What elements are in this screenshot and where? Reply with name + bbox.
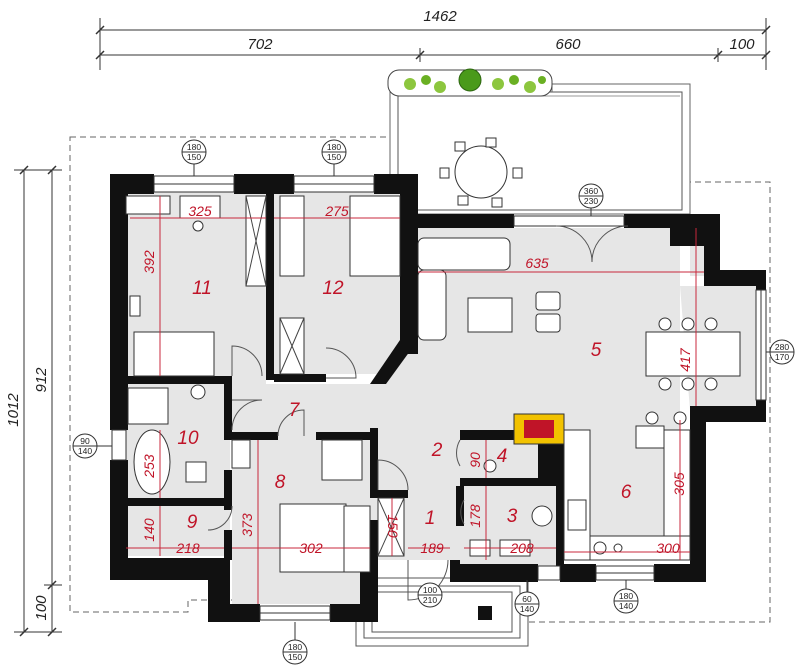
interior-dimension-lines [126,196,704,604]
opening-markers: 180 150 180 150 360 230 280 170 [72,139,795,665]
svg-text:140: 140 [520,604,534,614]
opening-marker: 90 140 [72,433,112,459]
svg-text:170: 170 [775,352,789,362]
roof-outline [69,136,771,623]
svg-text:90: 90 [80,436,90,446]
dim-300: 300 [656,540,680,556]
opening-marker: 60 140 [514,580,540,617]
dim-373: 373 [239,513,255,537]
dim-top-right: 100 [729,36,755,53]
room-5-number: 5 [591,340,602,361]
entrance-steps [355,577,529,647]
dim-218: 218 [175,540,200,556]
opening-marker: 180 140 [613,580,639,614]
dim-189: 189 [420,540,444,556]
dim-392: 392 [141,250,157,274]
room-4-number: 4 [497,446,508,467]
room-1-number: 1 [425,508,436,529]
svg-text:230: 230 [584,196,598,206]
dim-253: 253 [141,454,157,479]
opening-marker: 180 150 [282,622,308,665]
room-7-number: 7 [289,400,301,421]
doors [207,225,629,601]
room-10-number: 10 [177,428,199,449]
dim-140: 140 [141,518,157,542]
dim-635: 635 [525,255,549,271]
svg-text:150: 150 [327,152,341,162]
dim-left-bottom: 100 [33,595,50,621]
room-9-number: 9 [187,512,198,533]
room-2-number: 2 [431,440,443,461]
dim-208: 208 [509,540,534,556]
furniture [125,195,741,573]
dim-302: 302 [299,540,323,556]
opening-marker: 180 150 [181,139,207,176]
dim-left-outer: 1012 [5,393,22,427]
svg-text:140: 140 [619,601,633,611]
dim-325: 325 [188,203,212,219]
dim-305: 305 [671,472,687,496]
dim-top-left: 702 [247,36,273,53]
dim-275: 275 [324,203,349,219]
dim-top-mid: 660 [555,36,581,53]
svg-text:360: 360 [584,186,598,196]
opening-marker: 360 230 [578,183,604,216]
svg-text:60: 60 [522,594,532,604]
room-numbers: 1 2 3 4 5 6 7 8 9 10 11 12 [177,278,631,533]
terrace [389,83,691,215]
svg-text:180: 180 [327,142,341,152]
svg-text:180: 180 [619,591,633,601]
dim-178: 178 [467,504,483,528]
room-6-number: 6 [621,482,632,503]
svg-text:150: 150 [187,152,201,162]
interior-dimension-labels: 325 275 392 635 417 305 253 140 218 373 … [141,203,693,556]
opening-marker: 180 150 [321,139,347,176]
terrace-table [439,137,523,208]
room-8-number: 8 [275,472,286,493]
svg-text:280: 280 [775,342,789,352]
dim-150: 150 [385,514,401,538]
svg-text:210: 210 [423,595,437,605]
dim-top-total: 1462 [423,8,457,25]
room-3-number: 3 [507,506,518,527]
windows [111,175,767,621]
dim-90: 90 [467,452,483,468]
svg-text:100: 100 [423,585,437,595]
opening-marker: 100 210 [417,582,443,608]
dimension-lines: 1462 702 660 100 1012 912 100 [5,8,771,637]
dim-417: 417 [677,347,693,372]
svg-text:150: 150 [288,652,302,662]
svg-text:180: 180 [288,642,302,652]
room-12-number: 12 [322,278,344,299]
opening-marker: 280 170 [766,339,795,365]
dim-left-inner: 912 [33,367,50,393]
svg-text:140: 140 [78,446,92,456]
svg-text:180: 180 [187,142,201,152]
room-11-number: 11 [192,278,212,299]
planter [387,68,553,97]
